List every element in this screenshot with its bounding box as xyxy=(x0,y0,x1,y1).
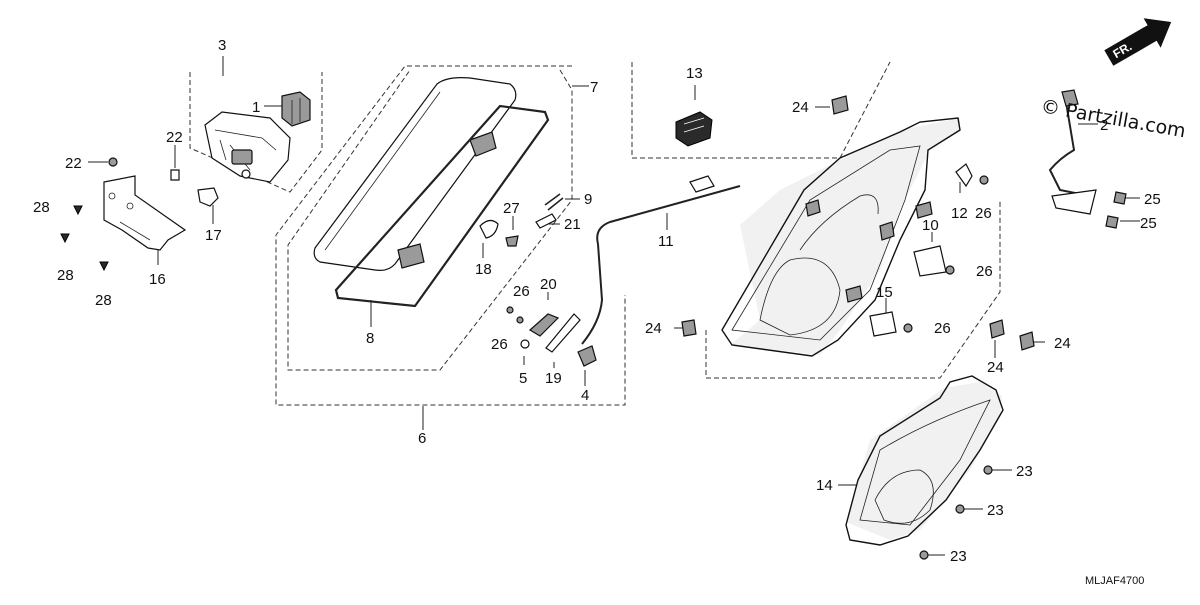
callout-25a: 25 xyxy=(1144,191,1161,208)
screw-26d-part xyxy=(945,265,955,275)
diagram-code: MLJAF4700 xyxy=(1085,575,1144,587)
small-hardware xyxy=(60,157,219,272)
clip-28c-part xyxy=(99,261,109,272)
callout-25b: 25 xyxy=(1140,215,1157,232)
front-direction-arrow-icon: FR. xyxy=(1104,18,1172,66)
callout-13: 13 xyxy=(686,65,703,82)
callout-5: 5 xyxy=(519,370,527,387)
grommet-17-part xyxy=(197,187,219,207)
callout-17: 17 xyxy=(205,227,222,244)
cable-end-part xyxy=(689,175,715,193)
leader-lines xyxy=(88,56,1140,556)
callout-6: 6 xyxy=(418,430,426,447)
callout-labels: 3 1 22 22 28 28 28 16 17 7 8 6 18 27 9 2… xyxy=(33,37,1161,565)
assembly-frames xyxy=(189,61,1001,406)
screw-26c-part xyxy=(979,175,989,185)
screw-25a-part xyxy=(1113,191,1127,205)
callout-28c: 28 xyxy=(95,292,112,309)
plate-10-part xyxy=(913,245,947,277)
lid-inner-frame xyxy=(287,69,573,371)
watermark-text: © Partzilla.com xyxy=(1039,95,1187,142)
catch-4-part xyxy=(577,345,597,367)
callout-23b: 23 xyxy=(987,502,1004,519)
clip-28a-part xyxy=(73,205,83,216)
callout-23c: 23 xyxy=(950,548,967,565)
callout-3: 3 xyxy=(218,37,226,54)
lid-panel-part xyxy=(313,77,517,271)
callout-26a: 26 xyxy=(513,283,530,300)
cable-11-part xyxy=(581,185,741,345)
nut-24c-part xyxy=(989,319,1005,339)
callout-27: 27 xyxy=(503,200,520,217)
storage-box-part xyxy=(721,117,961,357)
actuator-assembly-part xyxy=(204,111,291,183)
callout-1: 1 xyxy=(252,99,260,116)
actuator-frame xyxy=(189,72,323,193)
nut-23c-part xyxy=(919,550,929,560)
callout-22a: 22 xyxy=(65,155,82,172)
box-top-frame xyxy=(631,61,891,159)
lever-20-part xyxy=(528,313,560,337)
screw-26a-part xyxy=(506,306,514,314)
connector-part xyxy=(281,91,311,127)
callout-8: 8 xyxy=(366,330,374,347)
callout-9: 9 xyxy=(584,191,592,208)
callout-23a: 23 xyxy=(1016,463,1033,480)
callout-18: 18 xyxy=(475,261,492,278)
harness-part xyxy=(1048,89,1127,229)
lid-assembly-frame xyxy=(275,65,626,406)
arm-19-part xyxy=(545,313,581,353)
clip-28b-part xyxy=(60,233,70,244)
callout-2: 2 xyxy=(1100,117,1108,134)
callout-24a: 24 xyxy=(792,99,809,116)
clip-12-part xyxy=(955,163,973,188)
bracket-part xyxy=(103,175,187,251)
spring-9-part xyxy=(544,193,564,211)
callout-28a: 28 xyxy=(33,199,50,216)
callout-15: 15 xyxy=(876,284,893,301)
screw-25b-part xyxy=(1105,215,1119,229)
callout-24d: 24 xyxy=(1054,335,1071,352)
spring-18-part xyxy=(479,219,499,239)
nut-24d-part xyxy=(1019,331,1035,351)
pin-21-part xyxy=(535,213,557,229)
callout-26d: 26 xyxy=(976,263,993,280)
callout-22b: 22 xyxy=(166,129,183,146)
box-bottom-frame xyxy=(705,200,1001,379)
callout-24c: 24 xyxy=(987,359,1004,376)
callout-26e: 26 xyxy=(934,320,951,337)
right-small-parts xyxy=(681,163,1035,351)
callout-10: 10 xyxy=(922,217,939,234)
callout-7: 7 xyxy=(590,79,598,96)
bolt-22a-part xyxy=(108,157,118,167)
nut-23a-part xyxy=(983,465,993,475)
callout-24b: 24 xyxy=(645,320,662,337)
lock-mechanism xyxy=(479,193,597,367)
callout-26c: 26 xyxy=(975,205,992,222)
liner-part xyxy=(845,375,1004,560)
callout-26b: 26 xyxy=(491,336,508,353)
bolt-22b-part xyxy=(170,169,180,181)
callout-21: 21 xyxy=(564,216,581,233)
callout-19: 19 xyxy=(545,370,562,387)
callout-20: 20 xyxy=(540,276,557,293)
nut-24b-part xyxy=(681,319,697,337)
screw-26b-part xyxy=(516,316,524,324)
washer-5-part xyxy=(520,339,530,349)
callout-4: 4 xyxy=(581,387,589,404)
callout-14: 14 xyxy=(816,477,833,494)
nut-24a-part xyxy=(831,95,849,115)
seal-part xyxy=(334,104,550,308)
callout-28b: 28 xyxy=(57,267,74,284)
nut-23b-part xyxy=(955,504,965,514)
callout-16: 16 xyxy=(149,271,166,288)
plate-15-part xyxy=(869,311,897,337)
screw-26e-part xyxy=(903,323,913,333)
callout-11: 11 xyxy=(658,233,674,250)
clip-27-part xyxy=(505,235,519,247)
callout-12: 12 xyxy=(951,205,968,222)
lock-switch-part xyxy=(675,111,713,147)
